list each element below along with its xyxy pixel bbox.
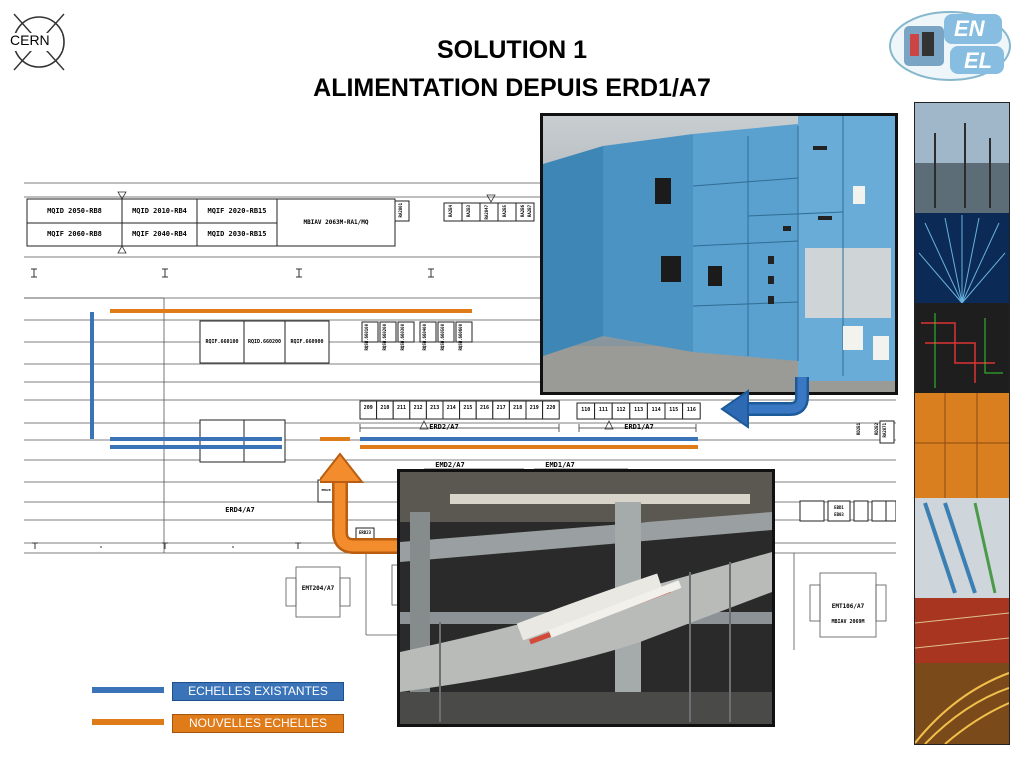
- erd1-label: ERD1/A7: [624, 423, 654, 431]
- cern-logo-text: CERN: [10, 32, 50, 48]
- diagram-box-label: MQIF 2060-RB8: [47, 230, 102, 238]
- vertical-tag-label: RA2801: [398, 203, 403, 218]
- diagram-box-label: MQID 2030-RB15: [207, 230, 267, 238]
- erd2-cell-label: 220: [546, 405, 556, 411]
- erd1-cell-label: 114: [651, 407, 661, 413]
- diagram-box-label: MQID 2010-RB4: [132, 207, 187, 215]
- cern-logo: CERN: [8, 12, 70, 72]
- vertical-tag-label: RD2B1: [856, 423, 861, 436]
- erd2-cell-label: 217: [496, 405, 506, 411]
- blue-curved-arrow: [718, 375, 814, 429]
- vertical-tag-label: RA2B6: [520, 205, 525, 218]
- vertical-tag-label: RQSW.660300: [400, 324, 405, 351]
- emd1-label: EMD1/A7: [545, 461, 575, 469]
- cable-tray-photo: [397, 469, 775, 727]
- vertical-tag-label: RD2B2: [874, 423, 879, 436]
- legend-existing-label: ECHELLES EXISTANTES: [172, 682, 344, 701]
- diagram-box-label: MBIAV 2063M-RA1/MQ: [303, 219, 369, 226]
- erd1-cell-label: 111: [598, 407, 608, 413]
- vertical-tag-label: RA2B3: [466, 205, 471, 218]
- erd2-cell-label: 209: [363, 405, 373, 411]
- erd2-cell-label: 214: [446, 405, 456, 411]
- erd2-cell-label: 218: [513, 405, 523, 411]
- erd1-cell-label: 113: [634, 407, 644, 413]
- legend-new-line: [92, 719, 164, 725]
- vertical-tag-label: RA2B7: [527, 205, 532, 218]
- right-collage-strip: [914, 102, 1010, 745]
- diagram-box-label: MQIF 2040-RB4: [132, 230, 187, 238]
- erd2-cell-label: 210: [380, 405, 390, 411]
- erd1-cell-label: 110: [581, 407, 591, 413]
- vertical-tag-label: RQSW.660400: [422, 324, 427, 351]
- diagram-box-label: MQIF 2020-RB15: [207, 207, 267, 215]
- vertical-tag-label: RQSW.660100: [364, 324, 369, 351]
- erd23-label: ERD23: [358, 530, 372, 535]
- erd1-cell: [682, 402, 701, 420]
- erd1-cell-label: 116: [686, 407, 696, 413]
- ebd1-label: EBD1: [834, 505, 844, 510]
- vertical-tag-label: RA2B4: [448, 205, 453, 218]
- erd2-cell-label: 216: [479, 405, 489, 411]
- switchgear-photo: [540, 113, 898, 395]
- erd2-cell-label: 211: [396, 405, 406, 411]
- legend-new-label: NOUVELLES ECHELLES: [172, 714, 344, 733]
- emd2b-label: EMD2B: [321, 488, 331, 492]
- vertical-tag-label: RQSW.660500: [440, 324, 445, 351]
- emd2-label: EMD2/A7: [435, 461, 465, 469]
- erd2-cell-label: 212: [413, 405, 423, 411]
- erd1-cell-label: 115: [669, 407, 679, 413]
- diagram-box-label: RQIF.660900: [290, 339, 324, 345]
- erd4-label: ERD4/A7: [225, 506, 255, 514]
- erd2-cell-label: 219: [529, 405, 539, 411]
- page-title-line2: ALIMENTATION DEPUIS ERD1/A7: [313, 74, 711, 102]
- emt204-label: EMT204/A7: [301, 585, 335, 592]
- en-el-logo: EN EL: [888, 8, 1012, 82]
- erd2-cell-label: 213: [430, 405, 440, 411]
- orange-curved-arrow: [315, 452, 404, 556]
- erd1-cell-label: 112: [616, 407, 626, 413]
- emt106-sub-label: MBIAV 2069M: [831, 619, 865, 625]
- logo-text-en: EN: [954, 16, 985, 41]
- vertical-tag-label: RA2B5: [502, 205, 507, 218]
- erd2-cell-label: 215: [463, 405, 473, 411]
- electrical-diagram: MQID 2050-RB8 MQIF 2060-RB8 MQID 2010-RB…: [24, 175, 897, 655]
- legend-existing-line: [92, 687, 164, 693]
- logo-text-el: EL: [964, 48, 993, 73]
- vertical-tag-label: RQSW.660600: [458, 324, 463, 351]
- eb03-label: EB03: [834, 512, 844, 517]
- diagram-box-label: MQID 2050-RB8: [47, 207, 102, 215]
- diagram-box-label: RQIF.660100: [205, 339, 239, 345]
- emt106-label: EMT106/A7: [831, 603, 865, 610]
- page-title-line1: SOLUTION 1: [436, 36, 587, 64]
- diagram-box-label: RQID.660200: [247, 339, 282, 345]
- vertical-tag-label: RA2871: [882, 423, 887, 438]
- erd2-cell: [542, 400, 560, 420]
- vertical-tag-label: RQSW.660200: [382, 324, 387, 351]
- erd2-label: ERD2/A7: [429, 423, 459, 431]
- vertical-tag-label: RA2847: [484, 205, 489, 220]
